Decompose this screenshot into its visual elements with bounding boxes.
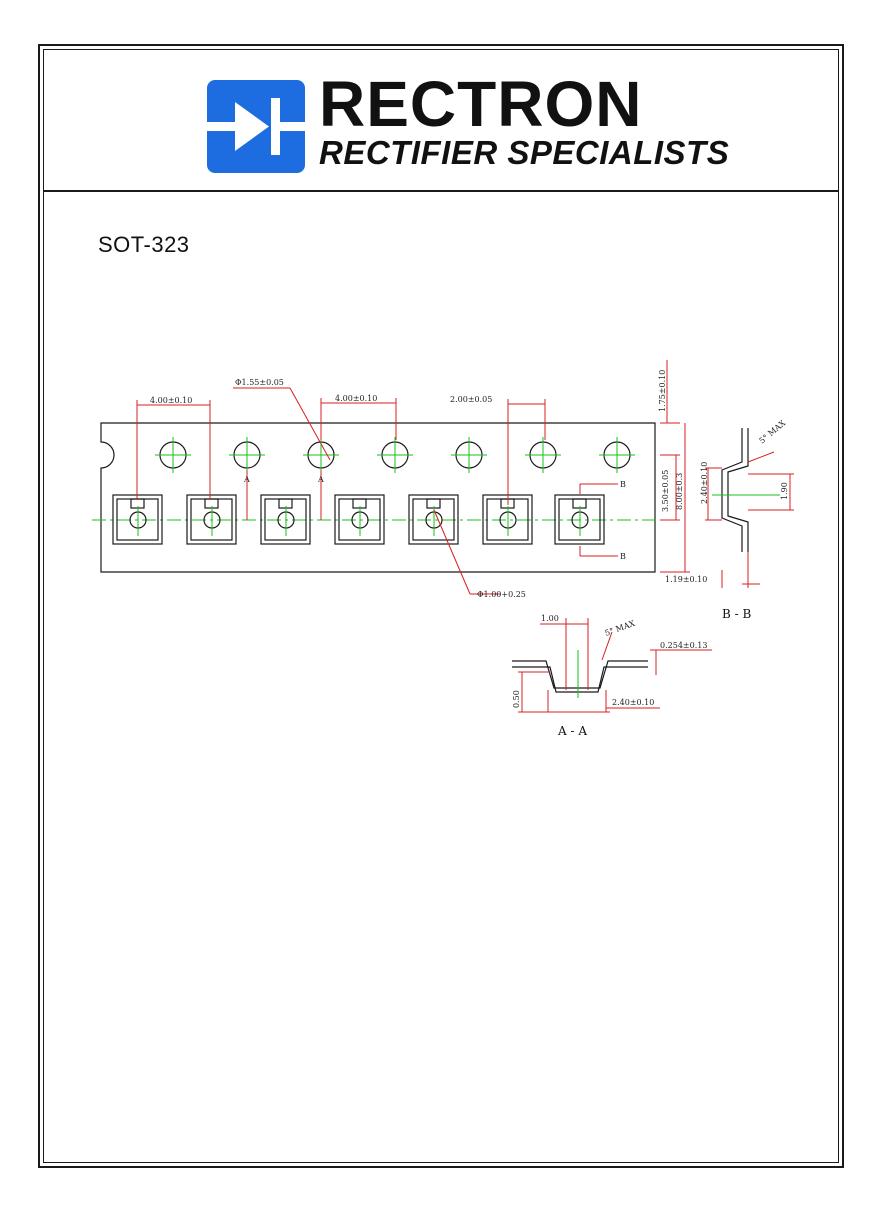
marker-a-right: A bbox=[317, 475, 324, 484]
sprocket-hole bbox=[229, 437, 265, 473]
section-aa bbox=[512, 650, 648, 698]
sprocket-holes bbox=[155, 437, 635, 473]
dim-aa-angle: 5° MAX bbox=[604, 619, 637, 638]
marker-b-bottom: B bbox=[620, 552, 626, 561]
brand-tagline: RECTIFIER SPECIALISTS bbox=[319, 134, 730, 171]
dim-pocket-hole: Φ1.00+0.25 bbox=[477, 590, 526, 599]
sprocket-hole bbox=[155, 437, 191, 473]
dim-hole-to-center: 3.50±0.05 bbox=[661, 470, 670, 512]
dim-edge-to-hole: 1.75±0.10 bbox=[658, 370, 667, 412]
marker-a-left: A bbox=[243, 475, 250, 484]
section-label-aa: A - A bbox=[557, 724, 587, 738]
dim-hole-to-pocket: 2.00±0.05 bbox=[450, 395, 492, 404]
component-pockets bbox=[112, 494, 605, 545]
sprocket-hole bbox=[451, 437, 487, 473]
dim-aa-width: 1.00 bbox=[541, 614, 559, 623]
dim-angle-bb: 5° MAX bbox=[758, 418, 788, 445]
page-frame-inner bbox=[43, 49, 839, 1163]
dim-tape-width: 8.00±0.3 bbox=[675, 473, 684, 510]
dim-pocket-inner-bb: 1.90 bbox=[780, 482, 789, 500]
page-frame-outer bbox=[38, 44, 844, 1168]
pocket bbox=[186, 494, 237, 545]
pocket bbox=[260, 494, 311, 545]
sprocket-hole bbox=[599, 437, 635, 473]
dimension-lines bbox=[136, 360, 690, 595]
dim-pocket-pitch: 4.00±0.10 bbox=[335, 394, 377, 403]
section-bb bbox=[712, 428, 780, 552]
pocket bbox=[554, 494, 605, 545]
sprocket-hole bbox=[303, 437, 339, 473]
pocket bbox=[408, 494, 459, 545]
section-label-bb: B - B bbox=[722, 607, 752, 621]
header-divider bbox=[44, 190, 838, 192]
rectron-logo: RECTRON RECTIFIER SPECIALISTS bbox=[207, 72, 730, 175]
sprocket-hole bbox=[377, 437, 413, 473]
page-title: SOT-323 bbox=[98, 232, 190, 257]
dim-pocket-depth: 1.19±0.10 bbox=[665, 575, 707, 584]
pocket bbox=[334, 494, 385, 545]
diode-logo-icon bbox=[207, 80, 305, 173]
dim-hole-pitch: 4.00±0.10 bbox=[150, 396, 192, 405]
dim-aa-depth: 0.50 bbox=[512, 690, 521, 708]
dim-thickness: 0.254±0.13 bbox=[660, 641, 707, 650]
dim-pocket-length-bb: 2.40±0.10 bbox=[700, 462, 709, 504]
tape-outline bbox=[100, 422, 656, 573]
marker-b-top: B bbox=[620, 480, 626, 489]
brand-name: RECTRON bbox=[319, 68, 643, 140]
dim-hole-diameter: Φ1.55±0.05 bbox=[235, 378, 284, 387]
dim-aa-pocket: 2.40±0.10 bbox=[612, 698, 654, 707]
sprocket-hole bbox=[525, 437, 561, 473]
